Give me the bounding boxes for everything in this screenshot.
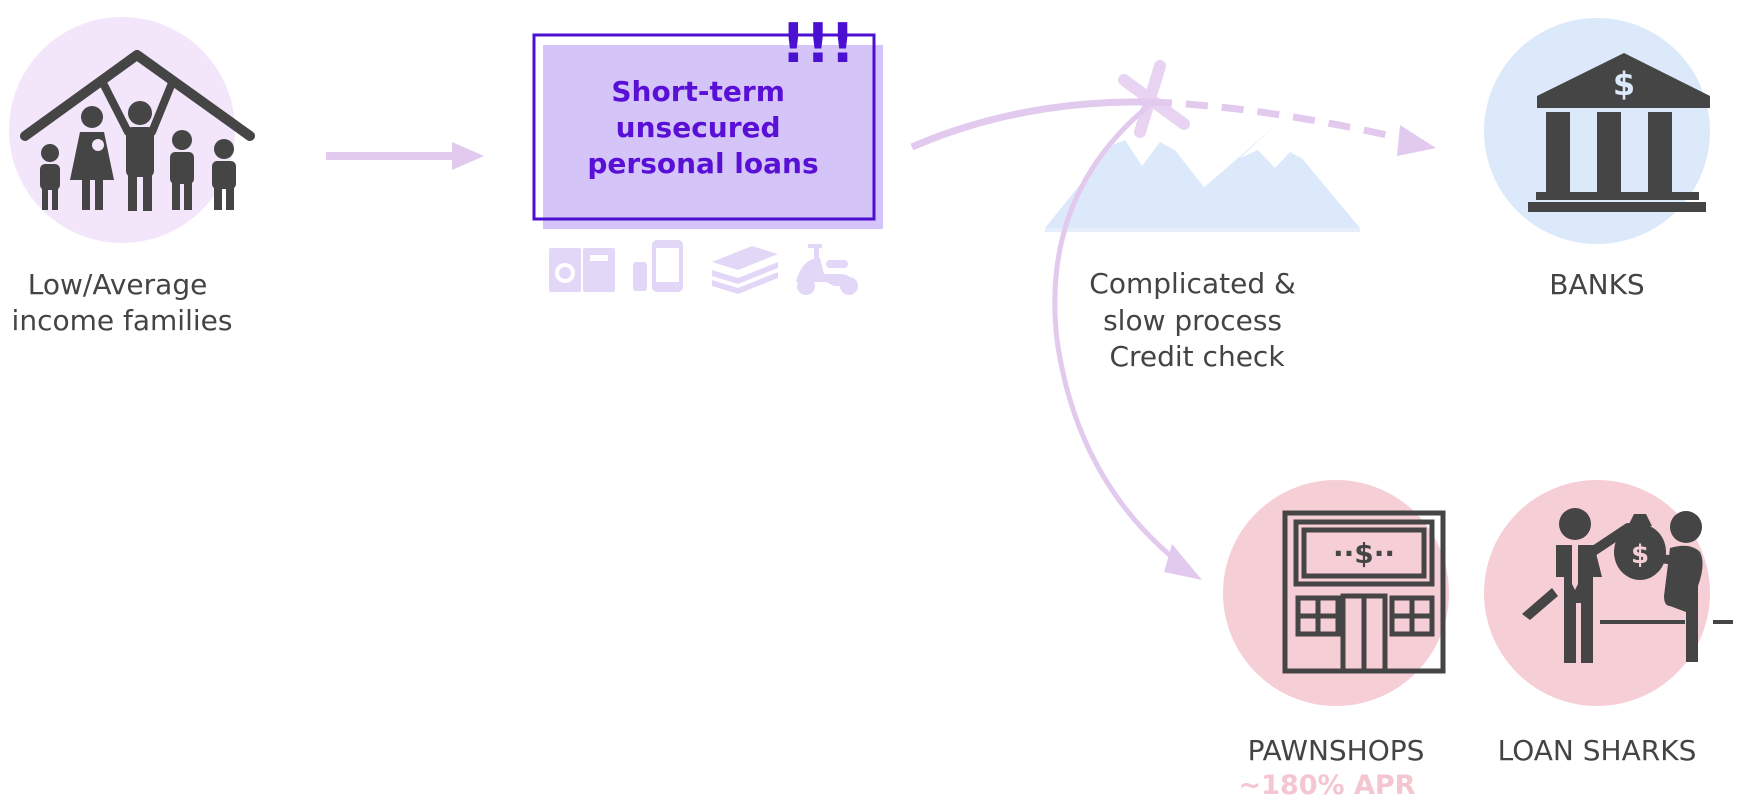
obstacle-mountains: Complicated & slow process Credit check — [1045, 60, 1360, 373]
arrow-families-to-loans — [326, 142, 484, 170]
loans-alert: !!! — [781, 12, 855, 75]
scooter-icon — [796, 244, 858, 295]
process-label: Complicated & slow process Credit check — [1089, 267, 1304, 373]
pawnshops-apr: ~180% APR — [1239, 770, 1416, 801]
loans-box-outline — [532, 33, 876, 221]
banks-node: $ BANKS — [1484, 18, 1710, 301]
cash-stack-icon — [712, 246, 778, 294]
arrow-to-pawnshops — [1052, 98, 1202, 580]
families-label-line2: income families — [12, 304, 233, 337]
loan-sharks-label: LOAN SHARKS — [1498, 734, 1697, 767]
pawnshops-node: ··$·· PAWNSHOPS ~180% APR — [1223, 480, 1449, 801]
smartphone-icon — [633, 240, 683, 292]
arrow-loans-to-banks — [910, 98, 1436, 156]
pawnshop-sign: ··$·· — [1333, 537, 1395, 570]
families-label-line1: Low/Average — [28, 268, 208, 301]
loan-sharks-node: $ LOAN SHARKS — [1484, 480, 1733, 767]
loans-box-shadow — [543, 45, 883, 229]
pawnshops-label: PAWNSHOPS — [1248, 734, 1425, 767]
pawnshop-building-icon — [1282, 510, 1446, 674]
loans-node: !!! Short-term unsecured personal loans — [532, 12, 883, 295]
pawnshops-circle — [1223, 480, 1449, 706]
loans-label: Short-term unsecured personal loans — [587, 75, 818, 180]
washing-machine-icon — [549, 248, 615, 292]
family-house-icon — [20, 50, 255, 211]
money-bag-dollar: $ — [1631, 540, 1649, 570]
loan-shark-exchange-icon — [1522, 508, 1733, 663]
bank-dollar-symbol: $ — [1613, 65, 1635, 103]
bank-building-icon — [1528, 53, 1710, 212]
families-node: Low/Average income families — [9, 17, 255, 337]
banks-label: BANKS — [1549, 268, 1644, 301]
families-label: Low/Average income families — [12, 268, 233, 337]
